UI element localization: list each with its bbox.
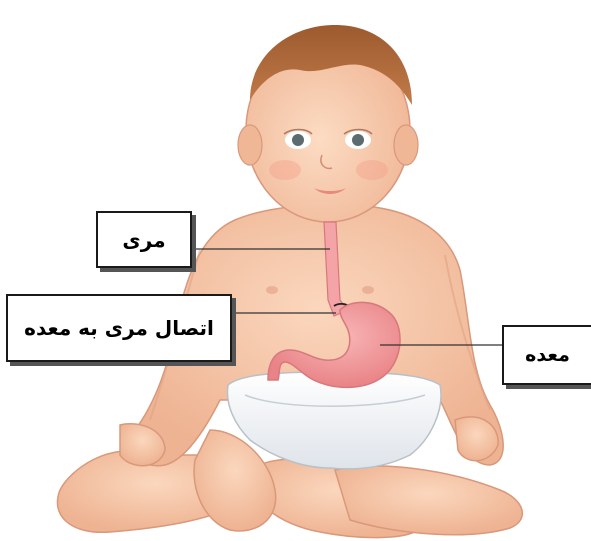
label-gastroesophageal-junction: اتصال مری به معده xyxy=(6,294,232,362)
label-stomach-text: معده xyxy=(525,344,570,366)
baby-head xyxy=(238,25,418,222)
label-gej-text: اتصال مری به معده xyxy=(24,316,214,340)
label-stomach: معده xyxy=(502,325,591,385)
label-esophagus-text: مری xyxy=(122,228,165,252)
label-esophagus: مری xyxy=(96,211,192,268)
